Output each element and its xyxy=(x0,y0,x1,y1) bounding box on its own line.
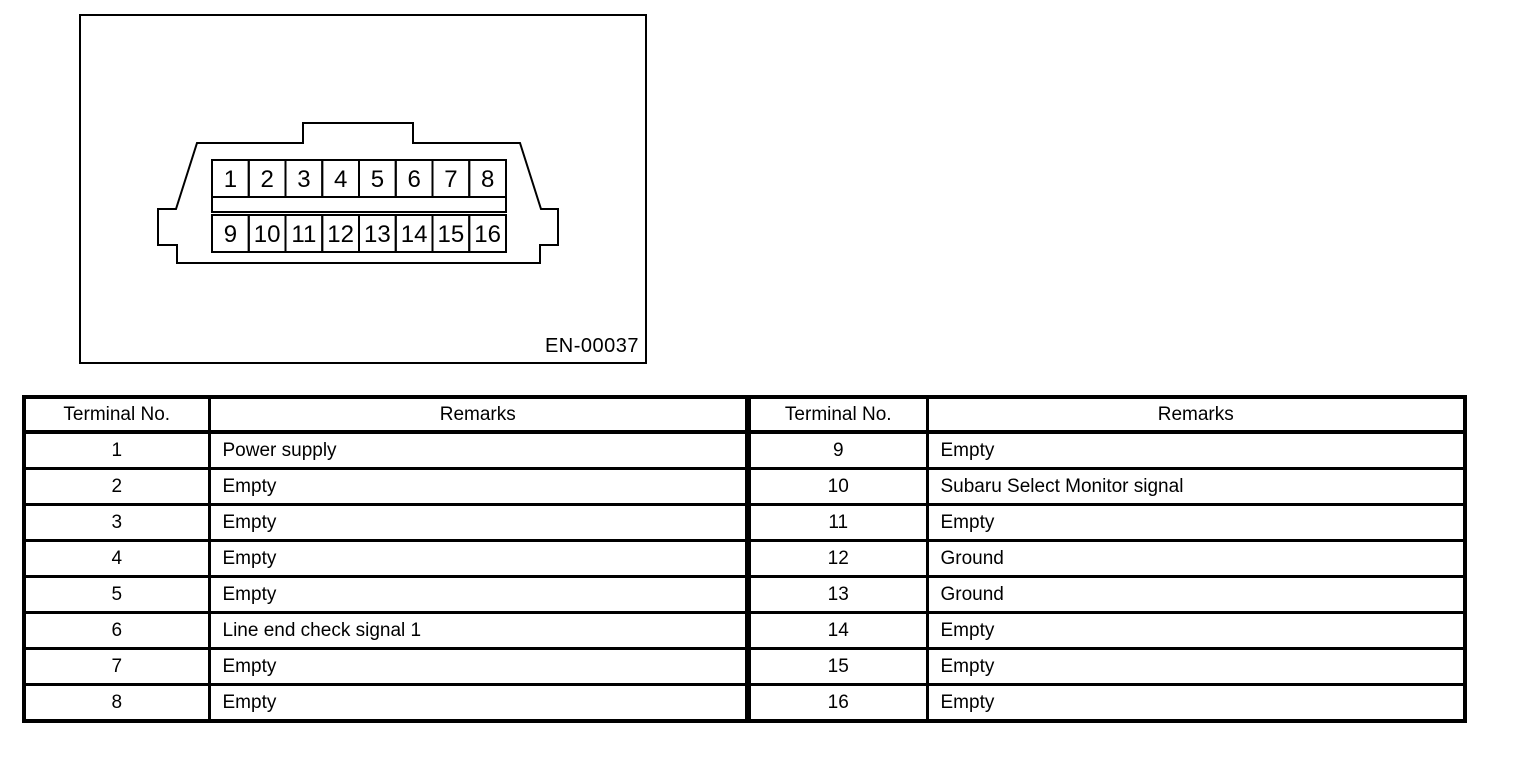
pin-number: 3 xyxy=(297,166,310,193)
terminal-no-right: 15 xyxy=(745,647,929,686)
remark-left: Empty xyxy=(207,503,750,542)
pin-number: 7 xyxy=(444,166,457,193)
remark-right: Empty xyxy=(925,647,1467,686)
pin-number: 5 xyxy=(371,166,384,193)
header-terminal-no-left: Terminal No. xyxy=(22,395,211,434)
remark-right: Empty xyxy=(925,683,1467,723)
pin-number: 12 xyxy=(327,221,354,248)
remark-left: Power supply xyxy=(207,430,750,470)
pin-cell xyxy=(469,160,506,197)
connector-outline xyxy=(158,123,558,263)
terminal-no-right: 9 xyxy=(745,430,929,470)
terminal-no-left: 1 xyxy=(22,430,211,470)
terminal-no-right: 16 xyxy=(745,683,929,723)
pin-number: 11 xyxy=(291,221,316,248)
table-header-row: Terminal No. Remarks Terminal No. Remark… xyxy=(22,395,1467,434)
remark-left: Empty xyxy=(207,647,750,686)
terminal-table: Terminal No. Remarks Terminal No. Remark… xyxy=(22,395,1467,723)
terminal-no-left: 3 xyxy=(22,503,211,542)
remark-left: Empty xyxy=(207,467,750,506)
pin-row-separator-band xyxy=(212,197,506,212)
header-terminal-no-right: Terminal No. xyxy=(745,395,929,434)
terminal-no-right: 10 xyxy=(745,467,929,506)
terminal-no-left: 4 xyxy=(22,539,211,578)
pin-number: 1 xyxy=(224,166,237,193)
header-remarks-right: Remarks xyxy=(925,395,1467,434)
terminal-no-right: 13 xyxy=(745,575,929,614)
terminal-no-right: 11 xyxy=(745,503,929,542)
remark-right: Subaru Select Monitor signal xyxy=(925,467,1467,506)
remark-right: Empty xyxy=(925,430,1467,470)
pin-cell xyxy=(469,215,506,252)
pin-number: 6 xyxy=(407,166,420,193)
remark-left: Empty xyxy=(207,539,750,578)
pin-number: 14 xyxy=(401,221,428,248)
remark-left: Empty xyxy=(207,683,750,723)
remark-right: Empty xyxy=(925,503,1467,542)
remark-left: Empty xyxy=(207,575,750,614)
terminal-no-left: 2 xyxy=(22,467,211,506)
pin-number: 13 xyxy=(364,221,391,248)
pin-number: 2 xyxy=(260,166,273,193)
terminal-no-right: 14 xyxy=(745,611,929,650)
pin-number: 15 xyxy=(438,221,465,248)
figure-code-label: EN-00037 xyxy=(544,335,639,357)
pin-number: 8 xyxy=(481,166,494,193)
remark-right: Empty xyxy=(925,611,1467,650)
remark-right: Ground xyxy=(925,575,1467,614)
terminal-no-right: 12 xyxy=(745,539,929,578)
header-remarks-left: Remarks xyxy=(207,395,750,434)
terminal-no-left: 5 xyxy=(22,575,211,614)
pin-number: 16 xyxy=(474,221,501,248)
pin-number: 4 xyxy=(334,166,347,193)
remark-left: Line end check signal 1 xyxy=(207,611,750,650)
remark-right: Ground xyxy=(925,539,1467,578)
pin-number: 10 xyxy=(254,221,281,248)
terminal-no-left: 6 xyxy=(22,611,211,650)
pin-number: 9 xyxy=(224,221,237,248)
terminal-no-left: 7 xyxy=(22,647,211,686)
terminal-no-left: 8 xyxy=(22,683,211,723)
